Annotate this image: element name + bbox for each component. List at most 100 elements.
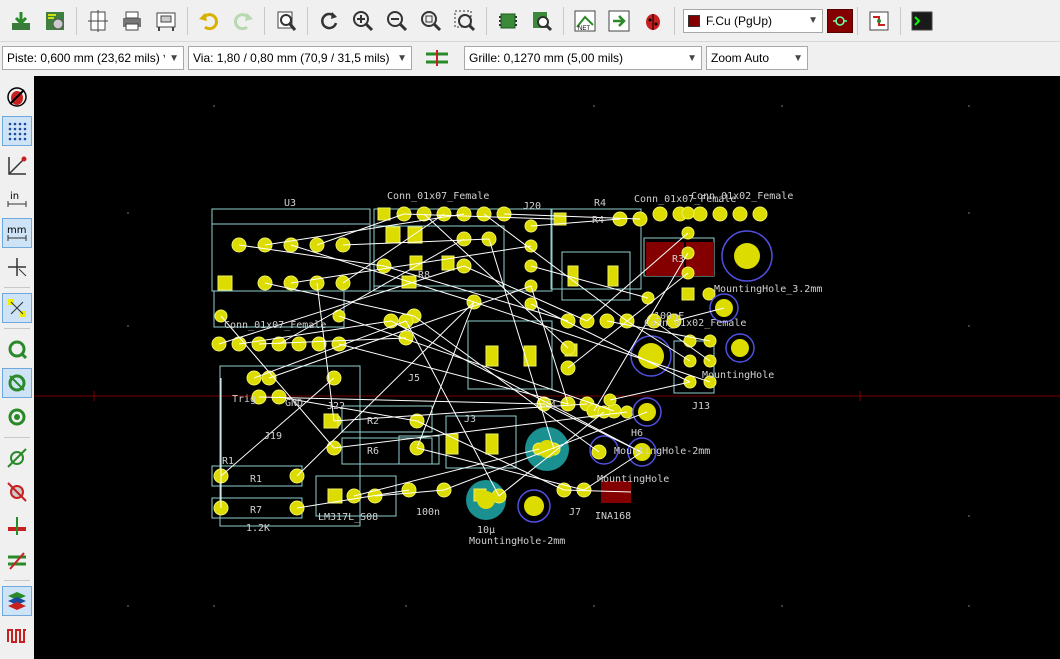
separator [486,6,487,35]
redraw-icon[interactable] [314,6,344,36]
plot-icon[interactable] [151,6,181,36]
via-size-value: Via: 1,80 / 0,80 mm (70,9 / 31,5 mils) * [193,51,394,65]
label-r1-ref: R1 [222,456,234,467]
separator [187,6,188,35]
microwave-tools-icon[interactable] [864,6,894,36]
label-mh-2: MountingHole [702,370,774,381]
zone-outline-icon[interactable] [2,368,32,398]
zoom-select[interactable]: Zoom Auto ▼ [706,46,808,70]
separator [563,6,564,35]
drc-icon[interactable] [638,6,668,36]
separator [857,6,858,35]
separator [76,6,77,35]
chevron-down-icon: ▼ [169,52,179,64]
find-icon[interactable] [271,6,301,36]
update-pcb-icon[interactable] [604,6,634,36]
layer-selector[interactable]: F.Cu (PgUp) ▼ [683,8,823,33]
separator [264,6,265,35]
via-size-select[interactable]: Via: 1,80 / 0,80 mm (70,9 / 31,5 mils) *… [188,46,412,70]
ratsnest-lines [218,213,725,509]
label-r2: R2 [367,416,379,427]
separator [4,287,30,288]
microwave-icon[interactable] [2,620,32,650]
print-icon[interactable] [117,6,147,36]
label-100nf: 100nF [654,311,684,322]
label-j20: J20 [523,201,541,212]
track-width-select[interactable]: Piste: 0,600 mm (23,62 mils) * ▼ [2,46,184,70]
label-u3: U3 [284,198,296,209]
ratsnest-icon[interactable] [2,293,32,323]
units-mm-icon[interactable]: mm [2,218,32,248]
label-r4-value: R4 [592,215,604,226]
cursor-shape-icon[interactable] [2,252,32,282]
main-toolbar: NET F.Cu (PgUp) ▼ [0,0,1060,42]
svg-text:NET: NET [578,26,590,32]
grid-value: Grille: 0,1270 mm (5,00 mils) [469,51,624,65]
chevron-down-icon: ▼ [808,15,818,26]
left-toolbar: in mm [0,76,34,659]
label-j13: J13 [692,401,710,412]
layer-pair-button[interactable] [827,8,853,33]
label-r8: R8 [418,270,430,281]
zone-sketch-icon[interactable] [2,402,32,432]
layer-color-swatch [688,14,700,27]
label-conn-5: Conn_01x07_Female [224,320,326,331]
footprint-editor-icon[interactable] [493,6,523,36]
polar-coords-icon[interactable] [2,150,32,180]
options-toolbar: Piste: 0,600 mm (23,62 mils) * ▼ Via: 1,… [0,42,1060,74]
label-trig: Trig [232,394,256,405]
footprint-browser-icon[interactable] [527,6,557,36]
grid-dots [127,105,970,607]
zoom-out-icon[interactable] [382,6,412,36]
zoom-value: Zoom Auto [711,51,770,65]
label-r1: R1 [250,474,262,485]
grid-toggle-icon[interactable] [2,116,32,146]
label-conn-2: Conn_01x07_Female [634,194,736,205]
label-100n: 100n [416,507,440,518]
clearance-icon[interactable] [2,545,32,575]
svg-text:in: in [10,191,19,202]
grid-select[interactable]: Grille: 0,1270 mm (5,00 mils) ▼ [464,46,702,70]
zone-fill-icon[interactable] [2,334,32,364]
scripting-console-icon[interactable] [907,6,937,36]
label-r3: R3 [672,254,684,265]
redo-icon[interactable] [228,6,258,36]
undo-icon[interactable] [194,6,224,36]
label-j19: J19 [264,431,282,442]
pad-sketch-icon[interactable] [2,443,32,473]
auto-track-width-icon[interactable] [422,43,452,73]
separator [4,328,30,329]
board-setup-icon[interactable] [40,6,70,36]
label-mh-3: MountingHole-2mm [614,446,710,457]
page-settings-icon[interactable] [83,6,113,36]
separator [4,437,30,438]
label-conn-1: Conn_01x07_Female [387,191,489,202]
zoom-in-icon[interactable] [348,6,378,36]
via-sketch-icon[interactable] [2,477,32,507]
track-sketch-icon[interactable] [2,511,32,541]
chevron-down-icon: ▼ [397,52,407,64]
pcb-canvas[interactable]: U3 Conn_01x07_Female Conn_01x07_Female C… [34,76,1060,659]
chevron-down-icon: ▼ [793,52,803,64]
label-conn-3: Conn_01x02_Female [691,191,793,202]
label-ina168: INA168 [595,511,631,522]
netlist-icon[interactable]: NET [570,6,600,36]
label-j7: J7 [569,507,581,518]
label-10u: 10µ [477,525,495,536]
zoom-fit-icon[interactable] [416,6,446,36]
label-mh-5: MountingHole [597,474,669,485]
save-board-icon[interactable] [6,6,36,36]
pcb-board-view: U3 Conn_01x07_Female Conn_01x07_Female C… [34,105,1060,607]
svg-text:mm: mm [7,225,26,236]
zoom-area-icon[interactable] [450,6,480,36]
layer-selector-value: F.Cu (PgUp) [706,13,773,28]
label-h6: H6 [631,428,643,439]
drc-markers-icon[interactable] [2,82,32,112]
label-gnd: GND [285,398,303,409]
units-inch-icon[interactable]: in [2,184,32,214]
label-c4: C4 [544,400,556,411]
label-j5: J5 [408,373,420,384]
high-contrast-icon[interactable] [2,586,32,616]
label-r7: R7 [250,505,262,516]
